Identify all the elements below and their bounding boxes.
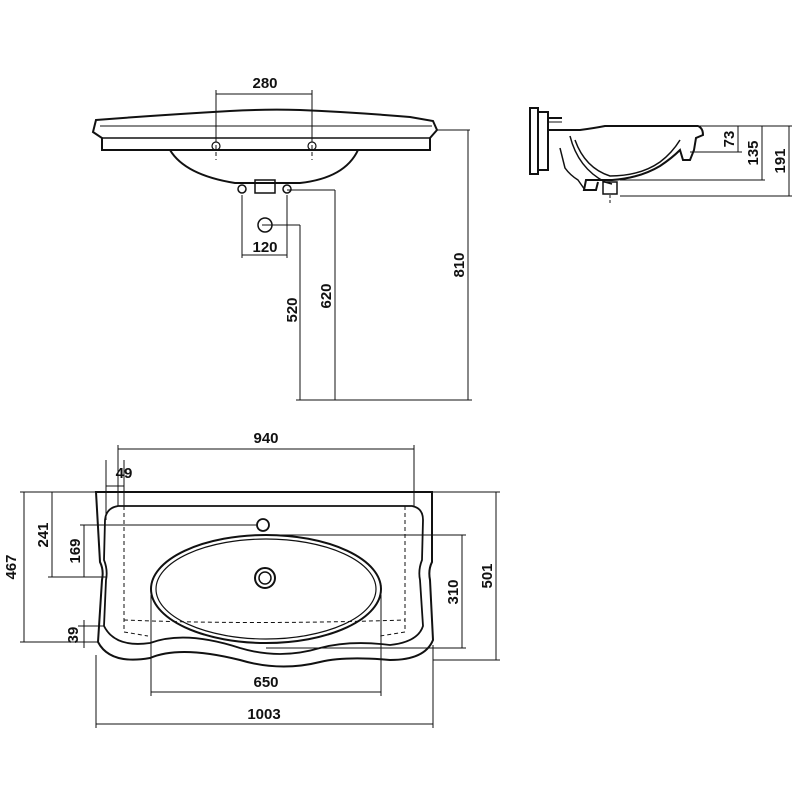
dim-940: 940 — [253, 430, 278, 447]
front-dimensions — [215, 90, 472, 401]
dim-49: 49 — [116, 465, 133, 482]
front-bowl — [169, 149, 359, 184]
dim-810: 810 — [451, 252, 468, 277]
dim-501: 501 — [479, 563, 496, 588]
dim-650: 650 — [253, 674, 278, 691]
dim-241: 241 — [35, 522, 52, 547]
side-rim — [548, 125, 705, 191]
dim-169: 169 — [67, 538, 84, 563]
dim-467: 467 — [3, 554, 20, 579]
dim-191: 191 — [772, 148, 789, 173]
dim-39: 39 — [65, 627, 82, 644]
dim-310: 310 — [445, 579, 462, 604]
plan-outline — [94, 491, 435, 668]
dim-120: 120 — [252, 239, 277, 256]
plan-view — [94, 491, 435, 668]
dim-135: 135 — [745, 140, 762, 165]
plan-tap-hole — [256, 518, 270, 532]
plan-bowl — [150, 534, 382, 644]
plan-dimensions — [20, 445, 500, 728]
dim-73: 73 — [721, 131, 738, 148]
dim-620: 620 — [318, 283, 335, 308]
plan-drain — [254, 567, 276, 589]
dim-1003: 1003 — [247, 706, 280, 723]
front-rim — [91, 108, 439, 151]
side-view — [529, 107, 705, 205]
side-drain — [602, 181, 618, 195]
dim-280: 280 — [252, 75, 277, 92]
dim-520: 520 — [284, 297, 301, 322]
plan-deck — [103, 505, 424, 655]
front-view — [91, 108, 439, 233]
front-drain — [254, 179, 276, 194]
side-dimensions — [620, 125, 792, 197]
